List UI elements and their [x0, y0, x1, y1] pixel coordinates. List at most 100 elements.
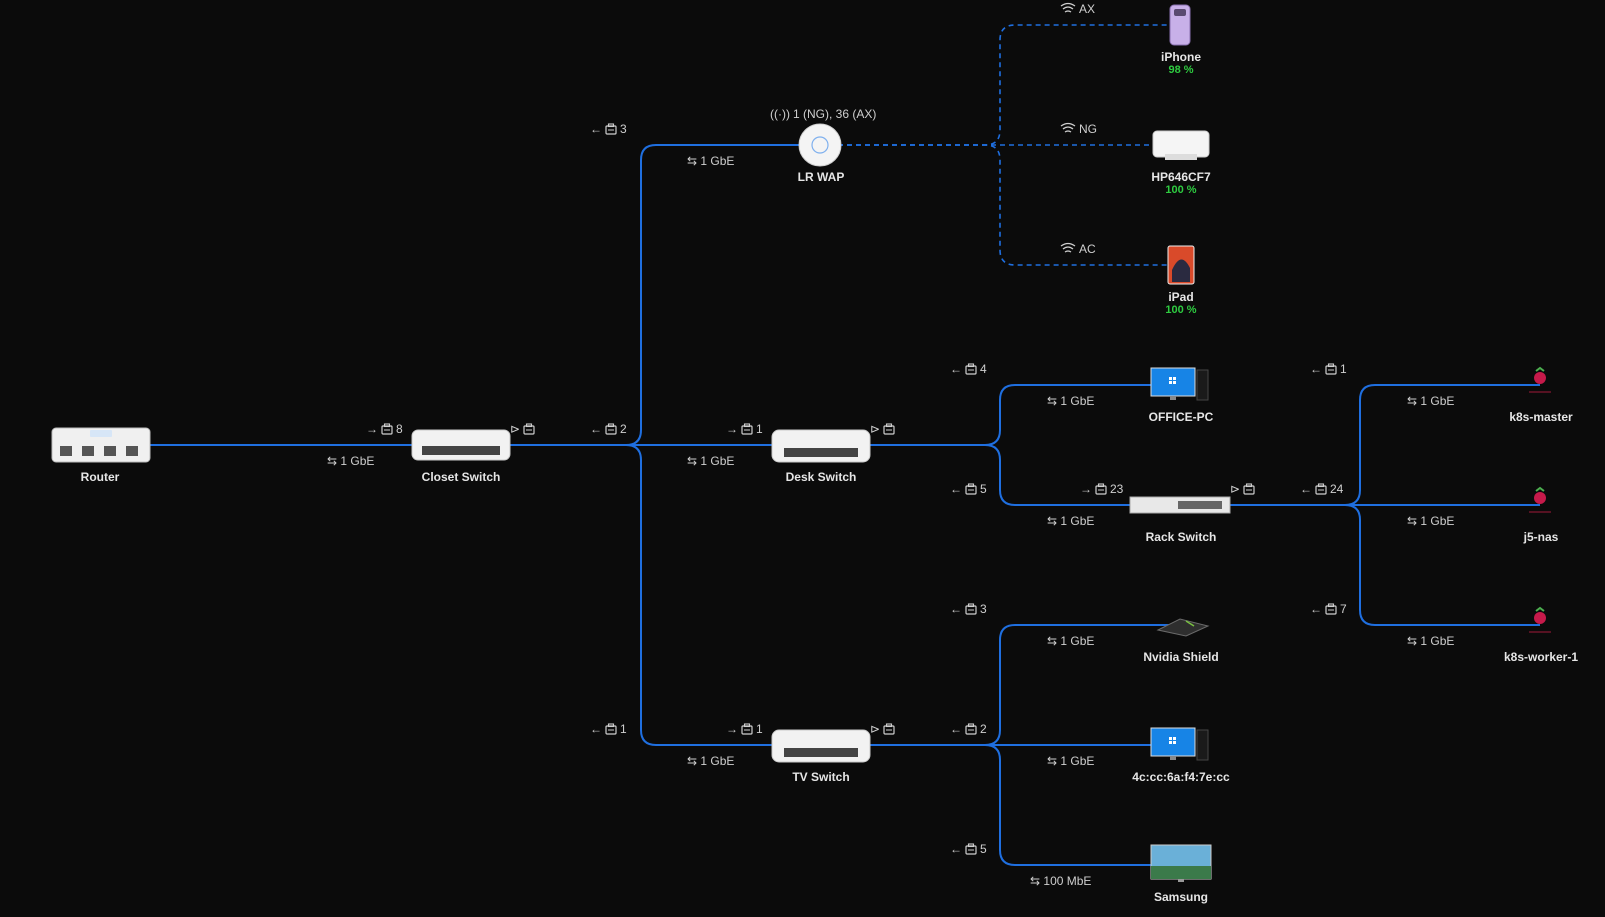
- speed-tv-nvidia: ⇆ 1 GbE: [1047, 634, 1095, 648]
- wifi-standard-iphone: AX: [1060, 2, 1095, 16]
- link-tv-samsung: [820, 744, 1180, 866]
- link-closet-tv: [460, 444, 820, 746]
- signal-strength: 98 %: [1168, 64, 1194, 76]
- port-rack-uplink: →23: [1080, 482, 1124, 496]
- router-device[interactable]: [51, 427, 151, 463]
- k8s-worker-device[interactable]: [1529, 606, 1551, 633]
- node-name: k8s-master: [1509, 410, 1573, 424]
- iphone-device[interactable]: [1169, 4, 1191, 46]
- ethernet-port-icon: [883, 423, 895, 435]
- bidirectional-arrow-icon: ⇆: [1047, 514, 1058, 528]
- router-node[interactable]: Router: [15, 470, 185, 484]
- port-tv-to-samsung: ←5: [950, 842, 987, 856]
- downlink-icon: ⊳: [1230, 482, 1241, 496]
- port-tv-uplink: →1: [726, 722, 763, 736]
- port-closet-to-desk: ←2: [590, 422, 627, 436]
- arrow-left-icon: ←: [950, 362, 962, 376]
- lr-wap-node[interactable]: LR WAP: [736, 170, 906, 184]
- port-closet-to-wap: ←3: [590, 122, 627, 136]
- samsung-tv-device[interactable]: [1150, 844, 1212, 882]
- arrow-left-icon: ←: [1310, 362, 1322, 376]
- k8s-master-device[interactable]: [1529, 366, 1551, 393]
- node-name: 4c:cc:6a:f4:7e:cc: [1132, 770, 1230, 784]
- link-desk-rack: [820, 444, 1180, 506]
- link-rack-k8s-worker: [1180, 504, 1540, 626]
- wifi-standard-icon: [1060, 122, 1076, 133]
- port-tv-downlink-indicator: ⊳: [870, 722, 895, 736]
- port-tv-to-nvidia: ←3: [950, 602, 987, 616]
- bidirectional-arrow-icon: ⇆: [1407, 394, 1418, 408]
- nvidia-shield-node[interactable]: Nvidia Shield: [1096, 650, 1266, 664]
- k8s-worker-node[interactable]: k8s-worker-1: [1456, 650, 1605, 664]
- desk-switch-device[interactable]: [771, 429, 871, 463]
- pc-4c-node[interactable]: 4c:cc:6a:f4:7e:cc: [1096, 770, 1266, 784]
- bidirectional-arrow-icon: ⇆: [1047, 394, 1058, 408]
- port-closet-downlink-indicator: ⊳: [510, 422, 535, 436]
- port-desk-to-rack: ←5: [950, 482, 987, 496]
- ethernet-port-icon: [381, 423, 393, 435]
- ethernet-port-icon: [741, 423, 753, 435]
- bidirectional-arrow-icon: ⇆: [1047, 634, 1058, 648]
- ipad-device[interactable]: [1167, 245, 1195, 285]
- wifi-radio-icon: ((·)): [770, 107, 790, 121]
- speed-desk-rack: ⇆ 1 GbE: [1047, 514, 1095, 528]
- office-pc-node[interactable]: OFFICE-PC: [1096, 410, 1266, 424]
- rack-switch-node[interactable]: Rack Switch: [1096, 530, 1266, 544]
- ethernet-port-icon: [965, 843, 977, 855]
- wifi-standard-ipad: AC: [1060, 242, 1096, 256]
- speed-tv-samsung: ⇆ 100 MbE: [1030, 874, 1092, 888]
- ethernet-port-icon: [605, 123, 617, 135]
- ethernet-port-icon: [1325, 363, 1337, 375]
- downlink-icon: ⊳: [870, 722, 881, 736]
- nvidia-shield-device[interactable]: [1156, 618, 1210, 637]
- bidirectional-arrow-icon: ⇆: [1407, 514, 1418, 528]
- wifi-link-ipad: [820, 144, 1180, 266]
- arrow-right-icon: →: [1080, 482, 1092, 496]
- tv-switch-node[interactable]: TV Switch: [736, 770, 906, 784]
- bidirectional-arrow-icon: ⇆: [687, 754, 698, 768]
- wifi-link-iphone: [820, 24, 1180, 146]
- speed-tv-4c: ⇆ 1 GbE: [1047, 754, 1095, 768]
- arrow-left-icon: ←: [950, 722, 962, 736]
- k8s-master-node[interactable]: k8s-master: [1456, 410, 1605, 424]
- speed-rack-j5nas: ⇆ 1 GbE: [1407, 514, 1455, 528]
- node-name: OFFICE-PC: [1148, 410, 1214, 424]
- pc-4c-device[interactable]: [1150, 727, 1209, 761]
- port-rack-to-j5nas: ←24: [1300, 482, 1344, 496]
- closet-switch-node[interactable]: Closet Switch: [376, 470, 546, 484]
- speed-rack-k8s-worker: ⇆ 1 GbE: [1407, 634, 1455, 648]
- ethernet-port-icon: [523, 423, 535, 435]
- node-name: k8s-worker-1: [1503, 650, 1579, 664]
- tv-switch-device[interactable]: [771, 729, 871, 763]
- link-desk-office: [820, 384, 1180, 446]
- ethernet-port-icon: [965, 603, 977, 615]
- downlink-icon: ⊳: [510, 422, 521, 436]
- lr-wap-device[interactable]: [798, 123, 842, 167]
- rack-switch-device[interactable]: [1129, 496, 1231, 514]
- hp-printer-device[interactable]: [1152, 130, 1210, 160]
- node-name: Nvidia Shield: [1143, 650, 1219, 664]
- node-name: j5-nas: [1523, 530, 1559, 544]
- ethernet-port-icon: [1243, 483, 1255, 495]
- port-rack-to-k8s-master: ←1: [1310, 362, 1347, 376]
- port-closet-uplink: →8: [366, 422, 403, 436]
- arrow-left-icon: ←: [590, 422, 602, 436]
- node-name: Desk Switch: [785, 470, 857, 484]
- j5-nas-device[interactable]: [1529, 486, 1551, 513]
- node-name: Router: [80, 470, 120, 484]
- bidirectional-arrow-icon: ⇆: [327, 454, 338, 468]
- port-desk-downlink-indicator: ⊳: [870, 422, 895, 436]
- office-pc-device[interactable]: [1150, 367, 1209, 401]
- samsung-node[interactable]: Samsung: [1096, 890, 1266, 904]
- speed-closet-desk: ⇆ 1 GbE: [687, 454, 735, 468]
- port-rack-to-k8s-worker: ←7: [1310, 602, 1347, 616]
- arrow-left-icon: ←: [950, 482, 962, 496]
- bidirectional-arrow-icon: ⇆: [1407, 634, 1418, 648]
- closet-switch-device[interactable]: [411, 429, 511, 461]
- desk-switch-node[interactable]: Desk Switch: [736, 470, 906, 484]
- j5-nas-node[interactable]: j5-nas: [1456, 530, 1605, 544]
